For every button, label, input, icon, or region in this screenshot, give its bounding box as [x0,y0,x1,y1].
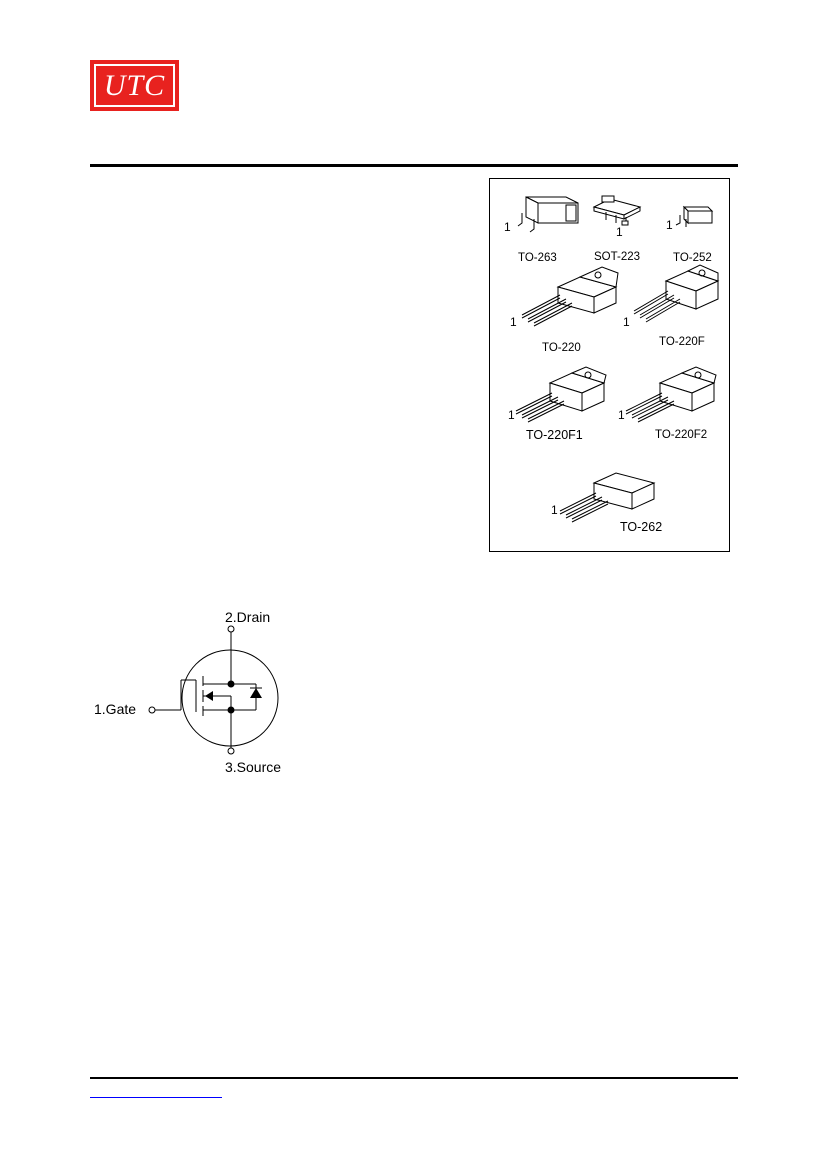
label-to252: TO-252 [673,252,712,264]
to252-drawing [675,205,714,227]
drain-terminal [227,625,235,633]
pin1-mark-to263: 1 [504,220,511,234]
to220f1-drawing [515,366,607,423]
source-label: 3.Source [225,759,281,775]
pin1-mark-sot223: 1 [616,225,623,239]
header-rule [90,164,738,167]
utc-logo: UTC [90,60,179,111]
label-to262: TO-262 [620,520,662,534]
label-to263: TO-263 [518,252,557,264]
footer-rule [90,1077,738,1079]
to263-drawing [517,196,579,233]
to262-drawing [559,472,656,523]
pin1-mark-to220f1: 1 [508,408,515,422]
gate-terminal [148,706,156,714]
pin1-mark-to220f2: 1 [618,408,625,422]
sot223-drawing [592,195,642,226]
label-to220f2: TO-220F2 [655,429,707,441]
to220f2-drawing [625,366,717,423]
label-sot223: SOT-223 [594,251,640,263]
to220-drawing [521,266,619,327]
pin1-mark-to220: 1 [510,315,517,329]
footer-website-link[interactable] [90,1083,222,1098]
gate-label: 1.Gate [94,701,136,717]
package-outline-box: 1 1 1 1 1 1 1 1 TO-263 SOT-223 TO-252 TO… [489,178,730,552]
drain-label: 2.Drain [225,609,270,625]
pin1-mark-to252: 1 [666,218,673,232]
to220f-drawing [633,264,720,323]
label-to220: TO-220 [542,342,581,354]
label-to220f1: TO-220F1 [526,428,583,442]
symbol-outline-circle [181,649,279,747]
pin1-mark-to220f: 1 [623,315,630,329]
source-terminal [227,747,235,755]
label-to220f: TO-220F [659,336,705,348]
utc-logo-text: UTC [94,64,175,107]
package-drawings: 1 1 1 1 1 1 1 1 TO-263 SOT-223 TO-252 TO… [504,195,720,534]
pin1-mark-to262: 1 [551,503,558,517]
